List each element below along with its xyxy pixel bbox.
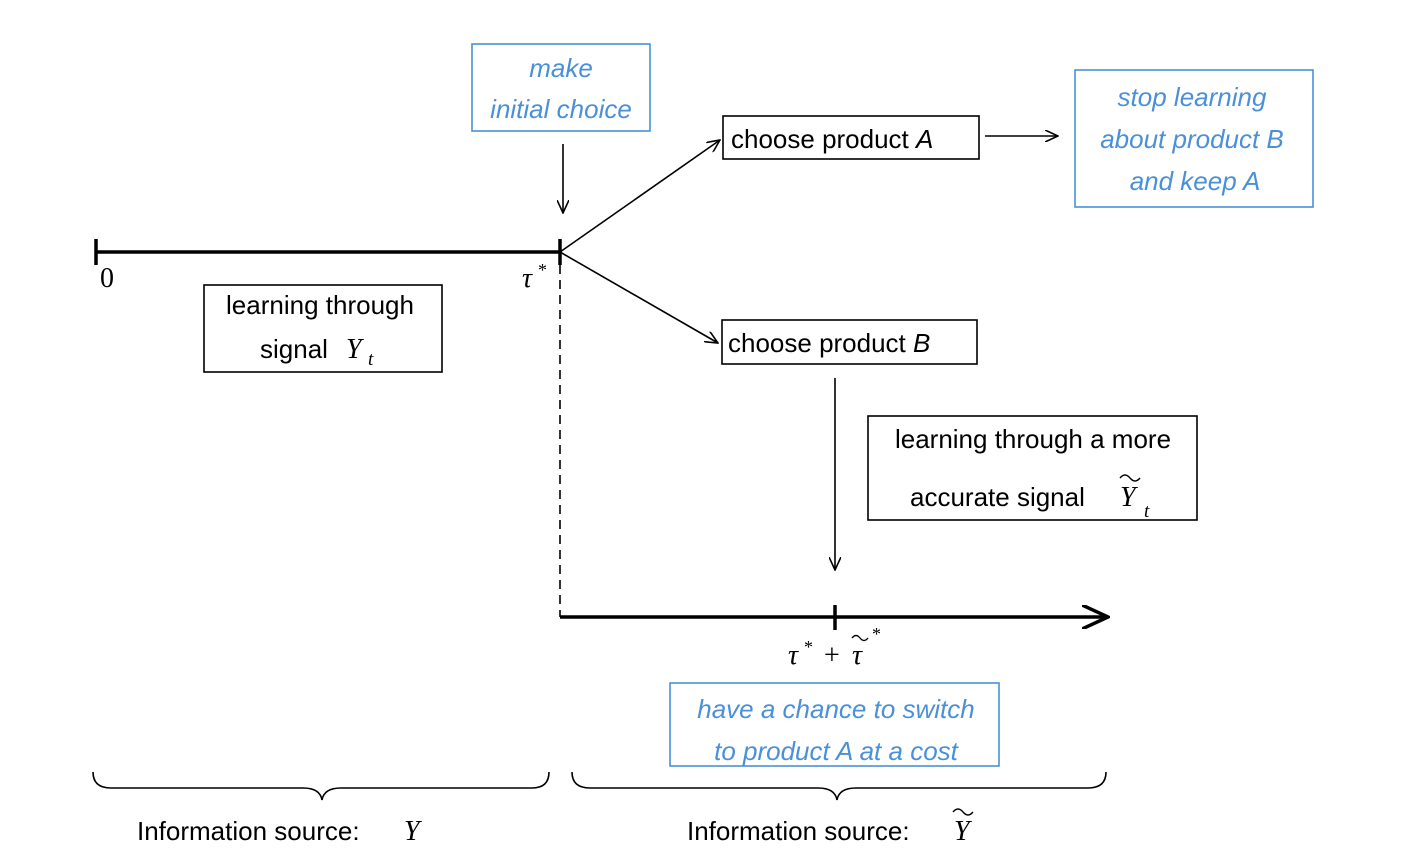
right-information-source-label: Information source: Y (687, 808, 974, 847)
svg-text:t: t (368, 349, 374, 370)
svg-text:make: make (529, 53, 593, 83)
svg-text:Y: Y (954, 816, 973, 847)
svg-text:choose product B: choose product B (728, 328, 930, 358)
left-information-source-label: Information source: Y (137, 816, 423, 847)
svg-text:and keep A: and keep A (1130, 166, 1261, 196)
origin-label: 0 (100, 263, 114, 294)
stop-learning-box: stop learning about product B and keep A (1074, 69, 1314, 208)
svg-text:accurate signal: accurate signal (910, 482, 1085, 512)
svg-text:learning through: learning through (226, 290, 414, 320)
svg-text:about product B: about product B (1100, 124, 1284, 154)
svg-text:Information source:: Information source: (137, 816, 360, 846)
svg-text:τ: τ (522, 263, 533, 294)
svg-text:+: + (824, 640, 840, 671)
svg-text:Y: Y (346, 334, 365, 365)
learning-accurate-signal-box: learning through a more accurate signal … (867, 415, 1198, 522)
left-brace (92, 771, 550, 801)
arrow-to-product-a (559, 140, 720, 253)
learning-signal-box: learning through signal Y t (203, 284, 443, 373)
choose-product-b-box: choose product B (721, 319, 978, 365)
right-brace (571, 771, 1107, 801)
svg-text:signal: signal (260, 334, 328, 364)
svg-text:Information source:: Information source: (687, 816, 910, 846)
svg-text:*: * (804, 637, 813, 657)
svg-text:choose product A: choose product A (731, 124, 933, 154)
svg-text:Y: Y (404, 816, 423, 847)
svg-text:have a chance to switch: have a chance to switch (697, 694, 975, 724)
svg-text:learning through a more: learning through a more (895, 424, 1171, 454)
svg-text:τ: τ (852, 640, 863, 671)
make-initial-choice-box: make initial choice (471, 43, 651, 132)
svg-text:initial choice: initial choice (490, 94, 632, 124)
svg-text:τ: τ (788, 640, 799, 671)
arrow-to-product-b (559, 251, 718, 343)
svg-text:Y: Y (1120, 482, 1139, 513)
tau-star-label: τ * (522, 260, 547, 294)
svg-text:t: t (1144, 501, 1150, 522)
switch-chance-box: have a chance to switch to product A at … (669, 682, 1000, 767)
tau-sum-label: τ * + τ * (788, 624, 881, 671)
choose-product-a-box: choose product A (722, 115, 980, 160)
svg-text:*: * (872, 624, 881, 644)
svg-text:*: * (538, 260, 547, 280)
svg-text:stop learning: stop learning (1118, 82, 1267, 112)
svg-text:to product A at a cost: to product A at a cost (714, 736, 960, 766)
